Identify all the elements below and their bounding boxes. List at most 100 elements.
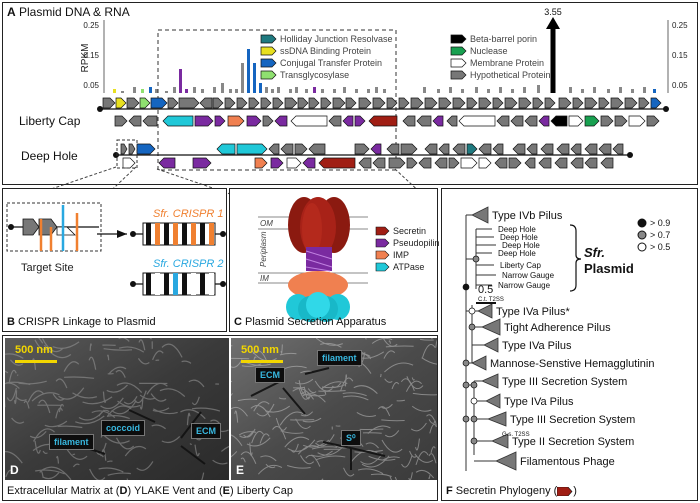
- gene-arrow: [260, 97, 272, 109]
- gene-arrow: [308, 97, 320, 109]
- gene-arrow: [272, 97, 284, 109]
- gene-arrow: [358, 157, 372, 169]
- coverage-bar: [165, 91, 168, 93]
- gene-arrow: [194, 115, 214, 127]
- gene-arrow: [496, 115, 510, 127]
- gene-arrow: [216, 143, 236, 155]
- track-label-deep-hole: Deep Hole: [21, 149, 78, 163]
- gene-arrow: [584, 157, 598, 169]
- coverage-bar: [277, 87, 280, 93]
- rpkm-bars: [113, 49, 656, 93]
- crispr-repeat: [191, 273, 196, 295]
- gene-arrow: [120, 143, 128, 155]
- gene-arrow: [628, 115, 646, 127]
- gene-arrow: [550, 115, 568, 127]
- coverage-bar: [375, 87, 378, 93]
- sem-texture-d: [5, 338, 229, 480]
- label-ecm-d: ECM: [191, 423, 221, 439]
- panel-a: A Plasmid DNA & RNA RPKM 0.25 0.15 0.05 …: [2, 2, 698, 185]
- tick-right-3: 0.05: [672, 81, 688, 90]
- clade-label: Type II Secretion System: [512, 436, 634, 448]
- coverage-bar: [487, 89, 490, 93]
- gene-arrow: [434, 157, 448, 169]
- panel-b-title: B CRISPR Linkage to Plasmid: [7, 316, 156, 328]
- clade-label: Type IVa Pilus: [504, 396, 574, 408]
- gene-arrow: [478, 97, 492, 109]
- gene-arrow: [332, 97, 346, 109]
- clade-triangle: [471, 206, 489, 224]
- legend-swatch: [260, 34, 277, 44]
- gene-arrow: [224, 97, 236, 109]
- gene-arrow: [478, 157, 492, 169]
- periplasm-label: Periplasm: [259, 231, 268, 267]
- scale-bar-d: [15, 360, 57, 363]
- coverage-bar: [133, 87, 136, 93]
- secretin-shape: [288, 197, 350, 257]
- gene-arrow: [568, 115, 584, 127]
- gene-arrow: [236, 143, 268, 155]
- gene-arrow: [212, 97, 224, 109]
- clade-label: Type IVb Pilus: [492, 210, 563, 222]
- support-legend-2: > 0.7: [650, 230, 670, 240]
- coverage-bar: [185, 89, 188, 93]
- coverage-bar: [499, 87, 502, 93]
- letter-d: D: [10, 463, 19, 477]
- gene-arrow: [438, 143, 450, 155]
- letter-e: E: [236, 463, 245, 477]
- gene-arrow: [424, 97, 438, 109]
- clade-triangle: [481, 318, 501, 336]
- gene-arrow: [386, 143, 400, 155]
- label-filament-d: filament: [49, 434, 94, 450]
- clade-label: Tight Adherence Pilus: [504, 322, 611, 334]
- coverage-bar: [475, 87, 478, 93]
- gene-arrow: [297, 97, 309, 109]
- gene-arrow: [167, 97, 179, 109]
- coverage-bar: [201, 89, 204, 93]
- crispr-1-label: Sfr. CRISPR 1: [153, 208, 224, 220]
- gene-arrow: [584, 97, 598, 109]
- crispr-repeat: [164, 223, 169, 245]
- gene-arrow: [150, 97, 168, 109]
- support-legend-1: > 0.9: [650, 218, 670, 228]
- gene-arrow: [280, 143, 294, 155]
- gene-arrow: [227, 115, 245, 127]
- legend-label: Secretin: [393, 226, 426, 236]
- legend-label: Nuclease: [470, 46, 508, 56]
- sfr-label: Sfr.: [584, 245, 605, 260]
- gene-arrow: [650, 97, 662, 109]
- gene-arrow: [512, 143, 526, 155]
- coverage-bar: [149, 87, 152, 93]
- coverage-bar: [343, 87, 346, 93]
- clade-label: Filamentous Phage: [520, 456, 615, 468]
- crispr-repeat: [173, 223, 178, 245]
- gene-arrow: [600, 115, 614, 127]
- coverage-bar: [619, 87, 622, 93]
- legend-label: Beta-barrel porin: [470, 34, 537, 44]
- label-filament-e: filament: [317, 350, 362, 366]
- gene-arrow: [354, 143, 370, 155]
- gene-arrow: [158, 157, 176, 169]
- gene-arrow: [572, 97, 584, 109]
- coverage-bar: [631, 89, 634, 93]
- coverage-bar: [305, 89, 308, 93]
- gene-arrow: [524, 115, 538, 127]
- crispr-repeat: [164, 273, 169, 295]
- coverage-bar: [653, 89, 656, 93]
- panel-b: Target Site Sfr. CRISPR 1 Sfr. CRISPR 2 …: [2, 188, 227, 332]
- coverage-bar: [213, 87, 216, 93]
- coverage-bar: [581, 89, 584, 93]
- gene-arrow: [284, 97, 298, 109]
- gene-arrow: [540, 143, 554, 155]
- gene-arrow: [342, 115, 354, 127]
- gene-arrow: [102, 97, 116, 109]
- gene-arrow: [504, 97, 518, 109]
- gene-arrow: [466, 143, 478, 155]
- gene-arrow: [526, 143, 538, 155]
- atpase-shape: [286, 292, 350, 322]
- coverage-bar: [113, 89, 116, 93]
- gene-arrow: [638, 97, 650, 109]
- ylabel-rpkm: RPKM: [80, 44, 91, 73]
- support-node: [462, 415, 470, 423]
